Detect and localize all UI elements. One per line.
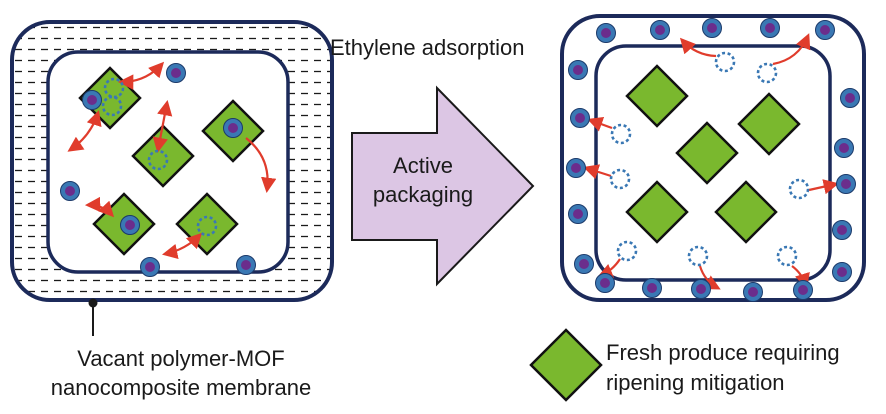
ethylene-molecule (840, 88, 860, 108)
ethylene-molecule (760, 18, 780, 38)
membrane-label-line1: Vacant polymer-MOF (77, 346, 284, 371)
vacancy-site (687, 245, 709, 267)
ethylene-molecule (223, 118, 243, 138)
left-vacancy-group (101, 77, 218, 237)
ethylene-molecule (570, 108, 590, 128)
ethylene-molecule (815, 20, 835, 40)
reaction-arrow (679, 37, 717, 58)
ethylene-molecule (574, 254, 594, 274)
legend-produce-icon (529, 328, 603, 402)
ethylene-molecule (834, 138, 854, 158)
membrane-pointer-dot (88, 298, 98, 308)
vacancy-site (610, 123, 632, 145)
vacancy-site (147, 149, 169, 171)
ethylene-adsorption-label: Ethylene adsorption (330, 35, 524, 60)
arrow-label-line1: Active (393, 153, 453, 178)
ethylene-molecule (642, 278, 662, 298)
produce-diamond (737, 92, 801, 156)
reaction-arrow (245, 137, 277, 194)
legend-produce: Fresh produce requiring ripening mitigat… (529, 328, 840, 402)
produce-label-line1: Fresh produce requiring (606, 340, 840, 365)
ethylene-molecule (836, 174, 856, 194)
ethylene-molecule (566, 158, 586, 178)
right-ethylene-group (566, 18, 860, 302)
arrow-label-line2: packaging (373, 182, 473, 207)
vacancy-site (616, 240, 638, 262)
ethylene-molecule (568, 60, 588, 80)
active-packaging-arrow: Active packaging (351, 85, 535, 287)
right-vacancy-group (609, 51, 810, 267)
ethylene-molecule (691, 279, 711, 299)
ethylene-molecule (743, 282, 763, 302)
reaction-arrow (772, 33, 811, 66)
reaction-arrow (587, 116, 613, 132)
ethylene-molecule (650, 20, 670, 40)
vacancy-site (714, 51, 736, 73)
vacancy-site (103, 77, 125, 99)
reaction-arrow (67, 110, 102, 152)
ethylene-molecule (596, 23, 616, 43)
ethylene-molecule (568, 204, 588, 224)
ethylene-molecule (166, 63, 186, 83)
produce-diamond (625, 64, 689, 128)
produce-label-line2: ripening mitigation (606, 370, 785, 395)
left-panel-vacant-membrane (10, 20, 334, 336)
reaction-arrow (84, 196, 115, 218)
produce-diamond (714, 180, 778, 244)
produce-diamond (131, 124, 195, 188)
reaction-arrow (161, 232, 203, 260)
reaction-arrow (152, 99, 173, 154)
reaction-arrow (808, 179, 840, 195)
right-produce-group (625, 64, 801, 244)
reaction-arrow (117, 61, 165, 90)
produce-diamond (625, 180, 689, 244)
ethylene-molecule (793, 280, 813, 300)
big-arrow-shape (351, 85, 535, 287)
membrane-label-line2: nanocomposite membrane (51, 375, 311, 400)
vacancy-site (788, 178, 810, 200)
ethylene-molecule (595, 273, 615, 293)
vacancy-site (609, 168, 631, 190)
right-panel-loaded-membrane (560, 14, 866, 302)
ethylene-molecule (702, 18, 722, 38)
left-produce-group (78, 66, 265, 256)
ethylene-molecule (832, 220, 852, 240)
ethylene-molecule (82, 90, 102, 110)
reaction-arrow (583, 164, 612, 180)
vacancy-site (756, 62, 778, 84)
ethylene-molecule (60, 181, 80, 201)
left-reaction-arrows (67, 61, 277, 260)
ethylene-molecule (120, 215, 140, 235)
produce-diamond (675, 121, 739, 185)
reaction-arrow (698, 265, 721, 290)
vacancy-site (196, 215, 218, 237)
ethylene-molecule (140, 257, 160, 277)
left-ethylene-group (60, 63, 256, 277)
ethylene-molecule (832, 262, 852, 282)
vacancy-site (776, 245, 798, 267)
vacancy-site (101, 95, 123, 117)
ethylene-molecule (236, 255, 256, 275)
